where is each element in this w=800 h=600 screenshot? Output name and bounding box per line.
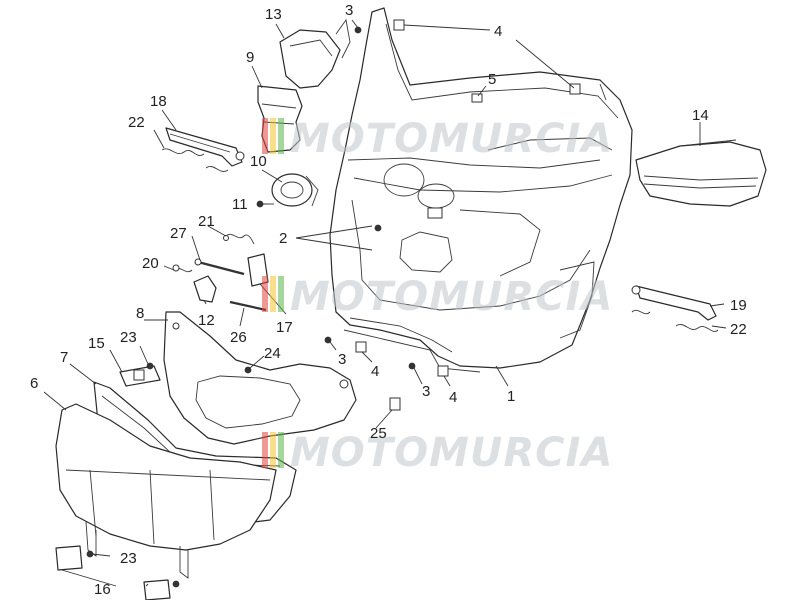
part-rod-27 (194, 258, 245, 276)
callout-17: 17 (276, 319, 293, 336)
callout-4: 4 (449, 389, 457, 406)
callout-8: 8 (136, 305, 144, 322)
part-bracket-left (161, 127, 245, 172)
callout-3: 3 (345, 2, 353, 19)
callout-21: 21 (198, 213, 215, 230)
hardware-screws (86, 26, 416, 588)
callout-labels: 3 4 13 9 5 18 22 14 10 11 21 2 27 20 12 … (30, 2, 747, 598)
callout-4: 4 (494, 23, 502, 40)
part-front-cover (55, 403, 277, 579)
hardware-clips (355, 19, 581, 411)
callout-23: 23 (120, 550, 137, 567)
callout-15: 15 (88, 335, 105, 352)
watermark-middle: MOTOMURCIA (262, 274, 613, 320)
callout-4: 4 (371, 363, 379, 380)
watermark-text: MOTOMURCIA (290, 430, 613, 476)
callout-7: 7 (60, 349, 68, 366)
part-latch-12 (193, 275, 217, 303)
watermark-top: MOTOMURCIA (262, 116, 613, 162)
callout-5: 5 (488, 71, 496, 88)
callout-16: 16 (94, 581, 111, 598)
callout-14: 14 (692, 107, 709, 124)
part-clip-16-right (143, 579, 171, 600)
part-pin-26 (229, 300, 267, 312)
callout-1: 1 (507, 388, 515, 405)
callout-26: 26 (230, 329, 247, 346)
callout-25: 25 (370, 425, 387, 442)
callout-9: 9 (246, 49, 254, 66)
watermark-bottom: MOTOMURCIA (262, 430, 613, 476)
watermark-text: MOTOMURCIA (290, 274, 613, 320)
callout-10: 10 (250, 153, 267, 170)
part-retainer-ring (271, 173, 319, 207)
watermark-text: MOTOMURCIA (290, 116, 613, 162)
part-lower-inner-panel (163, 311, 357, 445)
callout-20: 20 (142, 255, 159, 272)
callout-27: 27 (170, 225, 187, 242)
callout-3: 3 (338, 351, 346, 368)
callout-13: 13 (265, 6, 282, 23)
callout-12: 12 (198, 312, 215, 329)
callout-11: 11 (232, 196, 248, 213)
part-top-panel (635, 139, 767, 207)
part-bracket-right (631, 285, 719, 332)
part-spring-20 (172, 264, 193, 273)
callout-22: 22 (730, 321, 747, 338)
callout-19: 19 (730, 297, 747, 314)
callout-3: 3 (422, 383, 430, 400)
part-inner-shield (329, 7, 633, 373)
part-clip-15 (119, 365, 161, 387)
callout-6: 6 (30, 375, 38, 392)
callout-22: 22 (128, 114, 145, 131)
part-clip-16-left (55, 545, 83, 571)
callout-24: 24 (264, 345, 281, 362)
part-spring-21 (223, 233, 255, 245)
callout-18: 18 (150, 93, 167, 110)
callout-23: 23 (120, 329, 137, 346)
callout-2: 2 (279, 230, 287, 247)
part-bag-hook (279, 18, 351, 89)
